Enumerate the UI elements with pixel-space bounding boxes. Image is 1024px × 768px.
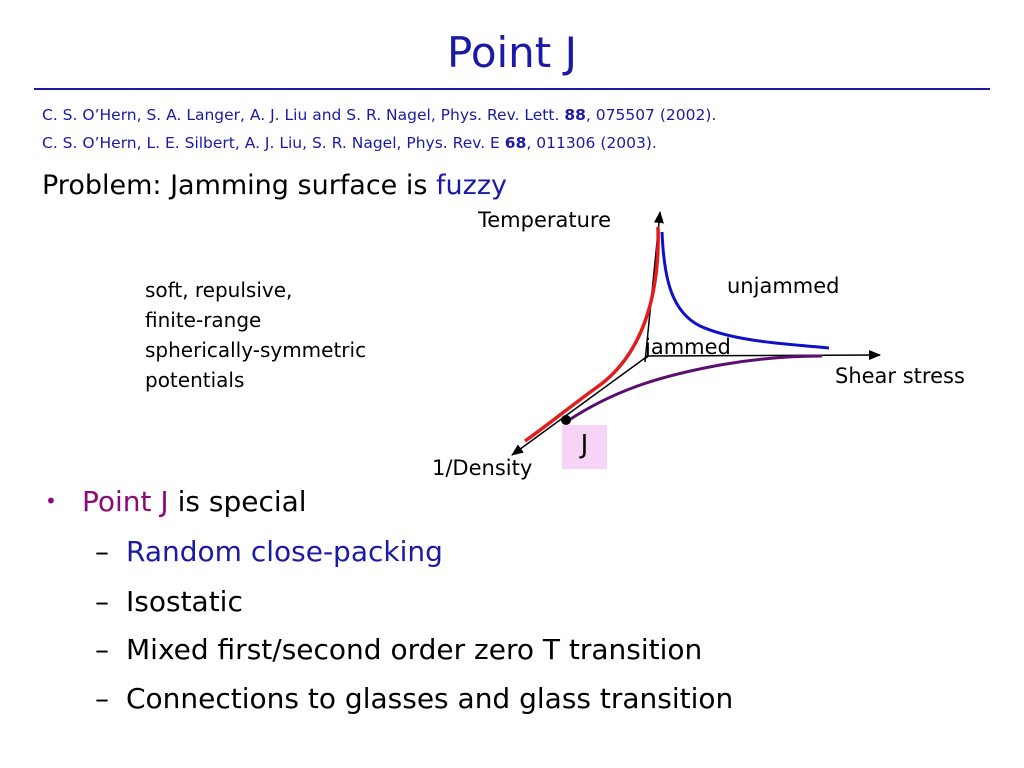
sub-bullet: –Isostatic: [95, 585, 243, 618]
red-jamming-curve: [524, 226, 660, 443]
shear-stress-axis: [644, 350, 881, 361]
note-line: potentials: [145, 368, 245, 392]
unjammed-region-label: unjammed: [727, 274, 840, 298]
problem-statement: Problem: Jamming surface is fuzzy: [42, 170, 507, 201]
problem-prefix: Problem: Jamming surface is: [42, 170, 437, 201]
sub-bullet-text: Connections to glasses and glass transit…: [126, 682, 734, 715]
reference-1-volume: 88: [564, 106, 586, 124]
purple-jamming-curve: [568, 354, 823, 422]
dash-icon: –: [95, 535, 109, 568]
note-line: finite-range: [145, 308, 262, 332]
sub-bullet-text: Mixed first/second order zero T transiti…: [126, 633, 703, 666]
bullet-dot-icon: •: [45, 489, 57, 513]
reference-2: C. S. O’Hern, L. E. Silbert, A. J. Liu, …: [42, 134, 657, 152]
reference-2-volume: 68: [504, 134, 527, 152]
sub-bullet: –Random close-packing: [95, 535, 443, 568]
note-line: soft, repulsive,: [145, 278, 293, 302]
sub-bullet: –Mixed first/second order zero T transit…: [95, 633, 702, 666]
bullet-main: • Point J is special: [45, 485, 307, 518]
reference-1-authors: C. S. O’Hern, S. A. Langer, A. J. Liu an…: [42, 106, 565, 124]
dash-icon: –: [95, 682, 109, 715]
problem-highlight: fuzzy: [436, 170, 507, 201]
title-divider: [34, 88, 990, 90]
temperature-axis-label: Temperature: [478, 208, 612, 232]
bullet-main-highlight: Point J: [82, 485, 169, 518]
blue-jamming-curve: [660, 231, 830, 350]
dash-icon: –: [95, 585, 109, 618]
reference-1-pages: , 075507 (2002).: [585, 106, 717, 124]
sub-bullet-text: Random close-packing: [126, 535, 443, 568]
jammed-region-label: jammed: [645, 335, 731, 359]
shear-stress-axis-label: Shear stress: [835, 364, 965, 388]
slide-title: Point J: [446, 28, 578, 77]
reference-2-pages: , 011306 (2003).: [526, 134, 657, 152]
sub-bullet: –Connections to glasses and glass transi…: [95, 682, 733, 715]
density-axis: [511, 357, 646, 456]
reference-1: C. S. O’Hern, S. A. Langer, A. J. Liu an…: [42, 106, 716, 124]
bullet-main-text: is special: [168, 485, 307, 518]
point-j-marker: [561, 415, 571, 425]
potential-notes: soft, repulsive, finite-range sphericall…: [145, 275, 366, 395]
point-j-label: J: [562, 425, 607, 469]
density-axis-label: 1/Density: [432, 456, 533, 480]
dash-icon: –: [95, 633, 109, 666]
sub-bullet-text: Isostatic: [126, 585, 243, 618]
reference-2-authors: C. S. O’Hern, L. E. Silbert, A. J. Liu, …: [42, 134, 505, 152]
note-line: spherically-symmetric: [145, 338, 367, 362]
